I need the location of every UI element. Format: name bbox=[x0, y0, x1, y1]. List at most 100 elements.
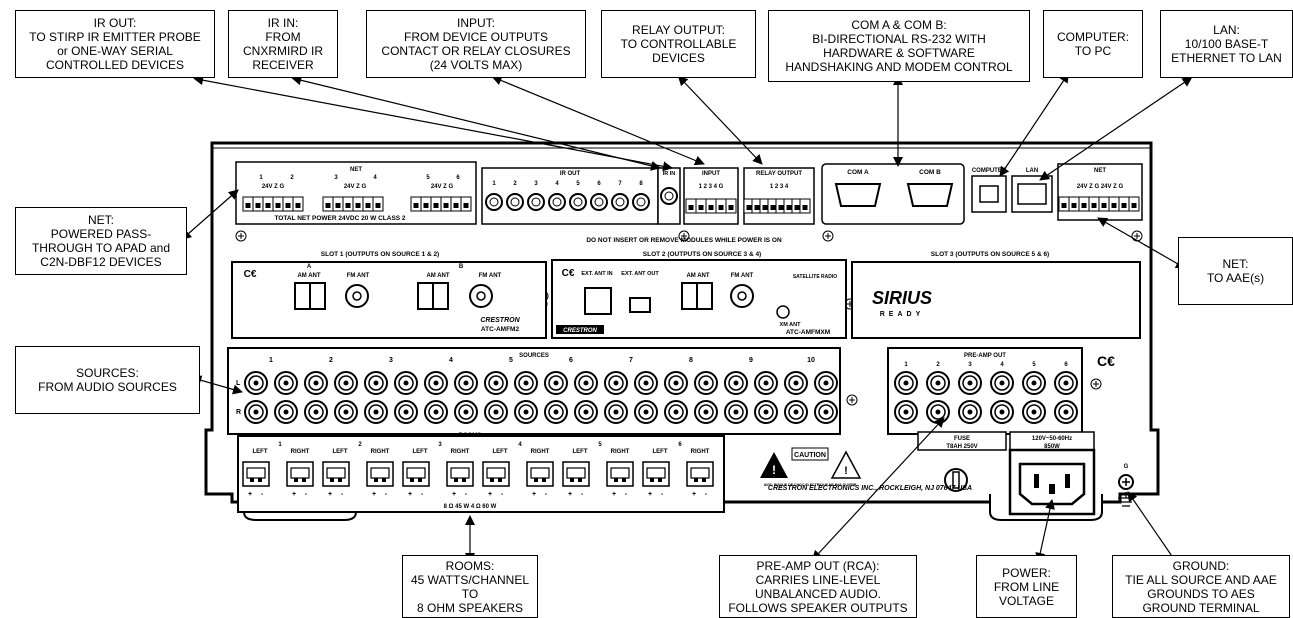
preamp-right-jack[interactable] bbox=[991, 401, 1013, 423]
net-terminal[interactable] bbox=[353, 197, 363, 211]
net-terminal[interactable] bbox=[293, 197, 303, 211]
net-terminal[interactable] bbox=[421, 197, 431, 211]
input-terminal[interactable] bbox=[706, 199, 716, 213]
room-right-speaker-terminal[interactable] bbox=[287, 462, 313, 486]
room-left-speaker-terminal[interactable] bbox=[243, 462, 269, 486]
ir-out-port[interactable] bbox=[507, 194, 523, 210]
net-terminal[interactable] bbox=[1089, 197, 1099, 211]
ir-out-port[interactable] bbox=[528, 194, 544, 210]
source-left-jack[interactable] bbox=[515, 372, 537, 394]
am-ant-terminal[interactable] bbox=[295, 283, 310, 309]
source-left-jack[interactable] bbox=[665, 372, 687, 394]
source-right-jack[interactable] bbox=[485, 401, 507, 423]
source-left-jack[interactable] bbox=[485, 372, 507, 394]
input-terminal[interactable] bbox=[716, 199, 726, 213]
source-right-jack[interactable] bbox=[605, 401, 627, 423]
source-left-jack[interactable] bbox=[545, 372, 567, 394]
room-left-speaker-terminal[interactable] bbox=[403, 462, 429, 486]
source-right-jack[interactable] bbox=[395, 401, 417, 423]
source-right-jack[interactable] bbox=[455, 401, 477, 423]
source-left-jack[interactable] bbox=[425, 372, 447, 394]
source-left-jack[interactable] bbox=[275, 372, 297, 394]
source-left-jack[interactable] bbox=[695, 372, 717, 394]
ir-out-port[interactable] bbox=[570, 194, 586, 210]
source-right-jack[interactable] bbox=[815, 401, 837, 423]
preamp-right-jack[interactable] bbox=[895, 401, 917, 423]
preamp-left-jack[interactable] bbox=[1023, 372, 1045, 394]
preamp-left-jack[interactable] bbox=[895, 372, 917, 394]
ir-in-block[interactable]: IR IN bbox=[658, 168, 680, 224]
net-terminal[interactable] bbox=[253, 197, 263, 211]
room-left-speaker-terminal[interactable] bbox=[323, 462, 349, 486]
ir-out-port[interactable] bbox=[612, 194, 628, 210]
input-terminal[interactable] bbox=[696, 199, 706, 213]
preamp-left-jack[interactable] bbox=[927, 372, 949, 394]
source-left-jack[interactable] bbox=[395, 372, 417, 394]
room-right-speaker-terminal[interactable] bbox=[367, 462, 393, 486]
xm-ant-jack[interactable] bbox=[777, 306, 789, 318]
relay-output-block[interactable]: RELAY OUTPUT 1 2 3 4 bbox=[744, 168, 814, 224]
source-left-jack[interactable] bbox=[245, 372, 267, 394]
net-terminal[interactable] bbox=[451, 197, 461, 211]
source-right-jack[interactable] bbox=[545, 401, 567, 423]
source-right-jack[interactable] bbox=[665, 401, 687, 423]
room-right-speaker-terminal[interactable] bbox=[687, 462, 713, 486]
source-right-jack[interactable] bbox=[755, 401, 777, 423]
net-terminal[interactable] bbox=[1129, 197, 1139, 211]
source-right-jack[interactable] bbox=[725, 401, 747, 423]
preamp-left-jack[interactable] bbox=[959, 372, 981, 394]
source-left-jack[interactable] bbox=[815, 372, 837, 394]
ext-ant-out-port[interactable] bbox=[630, 298, 650, 312]
source-left-jack[interactable] bbox=[725, 372, 747, 394]
source-left-jack[interactable] bbox=[605, 372, 627, 394]
ir-out-port[interactable] bbox=[486, 194, 502, 210]
net-right-block[interactable]: NET 24V Z G 24V Z G bbox=[1058, 164, 1142, 220]
room-left-speaker-terminal[interactable] bbox=[563, 462, 589, 486]
source-right-jack[interactable] bbox=[515, 401, 537, 423]
room-right-speaker-terminal[interactable] bbox=[607, 462, 633, 486]
room-right-speaker-terminal[interactable] bbox=[447, 462, 473, 486]
room-left-speaker-terminal[interactable] bbox=[483, 462, 509, 486]
net-terminal[interactable] bbox=[273, 197, 283, 211]
source-left-jack[interactable] bbox=[335, 372, 357, 394]
source-right-jack[interactable] bbox=[365, 401, 387, 423]
source-right-jack[interactable] bbox=[305, 401, 327, 423]
ext-ant-in-port[interactable] bbox=[585, 288, 611, 314]
room-right-speaker-terminal[interactable] bbox=[527, 462, 553, 486]
source-left-jack[interactable] bbox=[755, 372, 777, 394]
input-terminal[interactable] bbox=[686, 199, 696, 213]
net-terminal[interactable] bbox=[1099, 197, 1109, 211]
source-left-jack[interactable] bbox=[575, 372, 597, 394]
ir-out-port[interactable] bbox=[549, 194, 565, 210]
preamp-right-jack[interactable] bbox=[959, 401, 981, 423]
net-terminal[interactable] bbox=[243, 197, 253, 211]
source-left-jack[interactable] bbox=[635, 372, 657, 394]
input-terminal[interactable] bbox=[726, 199, 736, 213]
net-terminal[interactable] bbox=[1079, 197, 1089, 211]
preamp-right-jack[interactable] bbox=[927, 401, 949, 423]
source-left-jack[interactable] bbox=[455, 372, 477, 394]
room-left-speaker-terminal[interactable] bbox=[643, 462, 669, 486]
relay-terminal[interactable] bbox=[800, 199, 810, 213]
net-terminal[interactable] bbox=[1069, 197, 1079, 211]
net-terminal[interactable] bbox=[1119, 197, 1129, 211]
source-right-jack[interactable] bbox=[785, 401, 807, 423]
ir-out-port[interactable] bbox=[591, 194, 607, 210]
source-right-jack[interactable] bbox=[635, 401, 657, 423]
ir-out-port[interactable] bbox=[633, 194, 649, 210]
net-terminal[interactable] bbox=[1109, 197, 1119, 211]
net-connector-block[interactable]: NET 1 2 3 4 5 6 24V Z G 24V Z G 24V Z G … bbox=[236, 162, 476, 224]
net-terminal[interactable] bbox=[431, 197, 441, 211]
net-terminal[interactable] bbox=[1059, 197, 1069, 211]
source-right-jack[interactable] bbox=[425, 401, 447, 423]
source-left-jack[interactable] bbox=[305, 372, 327, 394]
preamp-left-jack[interactable] bbox=[1055, 372, 1077, 394]
com-b-port[interactable] bbox=[908, 184, 952, 206]
source-right-jack[interactable] bbox=[695, 401, 717, 423]
net-terminal[interactable] bbox=[461, 197, 471, 211]
source-right-jack[interactable] bbox=[335, 401, 357, 423]
source-right-jack[interactable] bbox=[575, 401, 597, 423]
net-terminal[interactable] bbox=[373, 197, 383, 211]
net-terminal[interactable] bbox=[283, 197, 293, 211]
